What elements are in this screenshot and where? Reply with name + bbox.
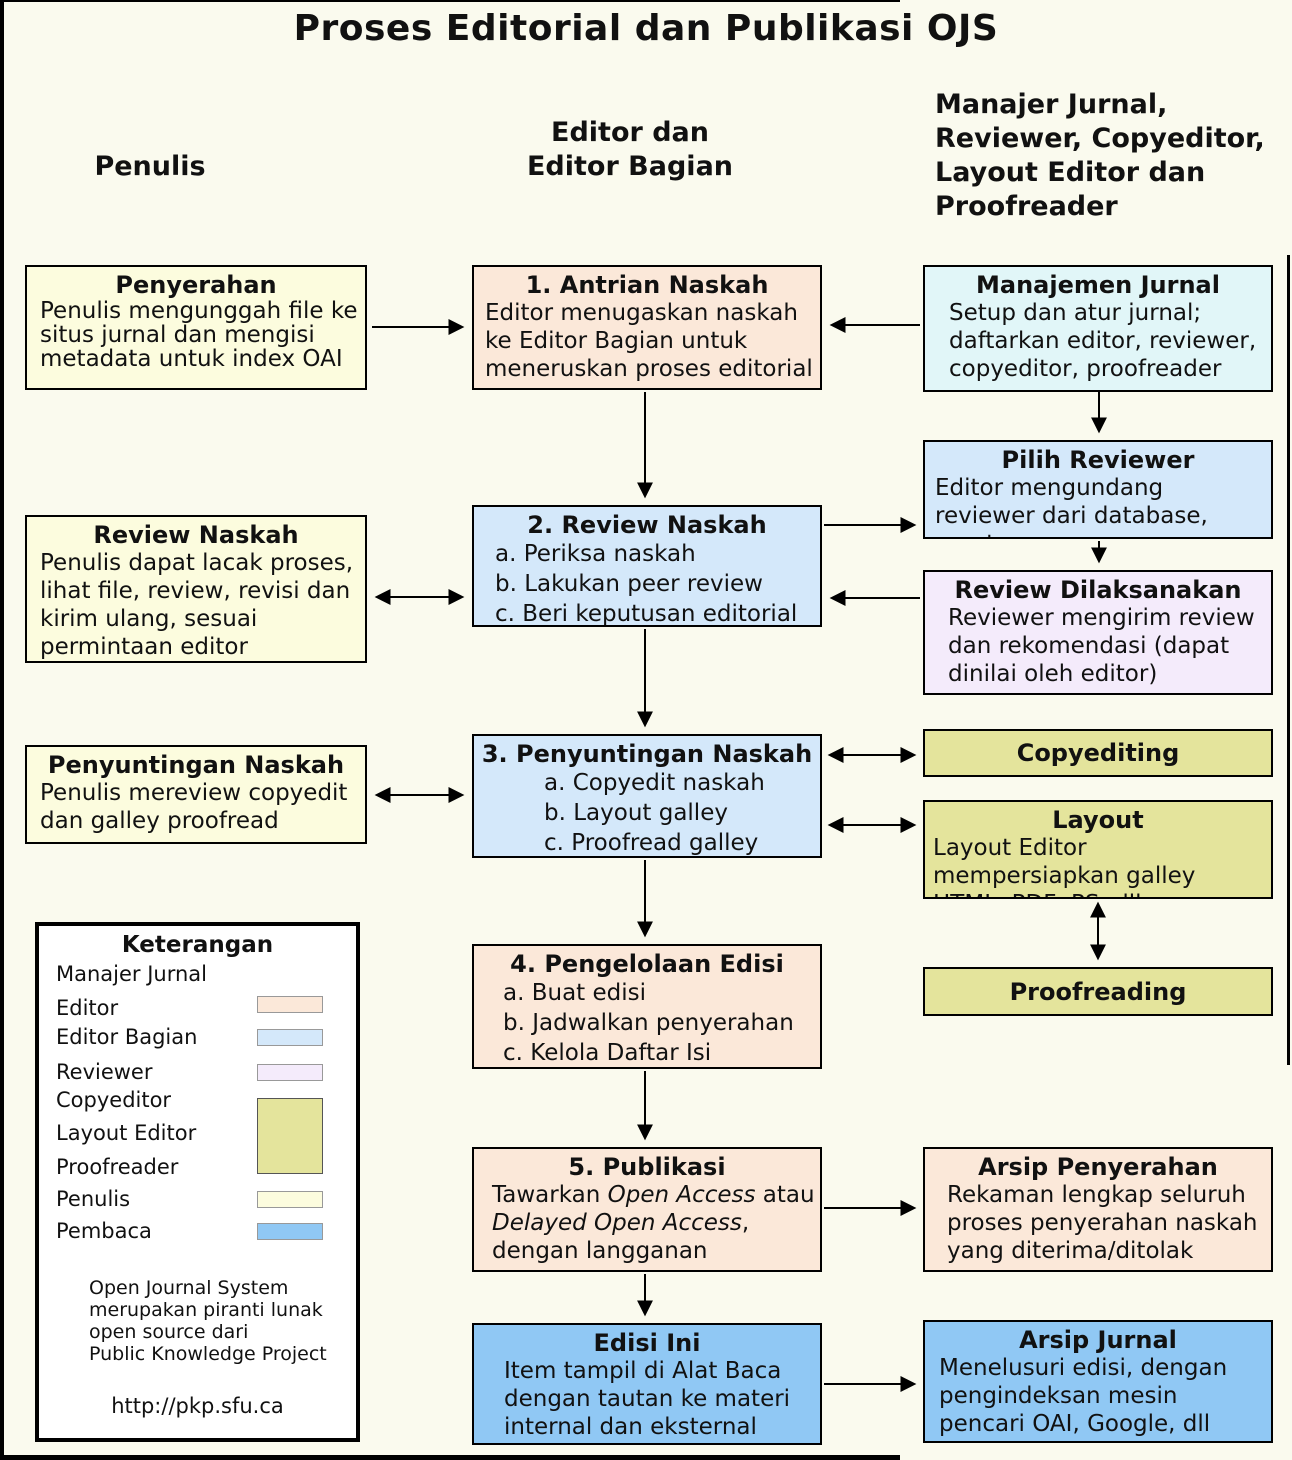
box-title: 5. Publikasi (568, 1153, 726, 1181)
box-body: Tawarkan Open Access atau Delayed Open A… (474, 1181, 820, 1265)
box-title: Copyediting (1016, 739, 1180, 767)
column-heading-line: Editor Bagian (526, 151, 734, 182)
legend-swatch-copyeditor-layout-proofreader (257, 1098, 323, 1174)
legend-label-proofreader: Proofreader (56, 1155, 179, 1179)
column-heading-line: Manajer Jurnal, (935, 89, 1168, 120)
legend-label-editor-bagian: Editor Bagian (56, 1025, 198, 1049)
box-list-item: c. Beri keputusan editorial (495, 601, 798, 627)
box-review-naskah-2: 2. Review Naskah a. Periksa naskah b. La… (472, 505, 822, 627)
box-manajemen-jurnal: Manajemen Jurnal Setup dan atur jurnal; … (923, 265, 1273, 392)
box-body: Setup dan atur jurnal; daftarkan editor,… (949, 300, 1257, 382)
box-review-dilaksanakan: Review Dilaksanakan Reviewer mengirim re… (923, 570, 1273, 695)
box-title: Review Dilaksanakan (954, 576, 1242, 604)
box-title: 3. Penyuntingan Naskah (481, 740, 813, 768)
legend-swatch-editor-bagian (257, 1029, 323, 1046)
body-text: , dengan langganan (492, 1210, 750, 1264)
box-body: Layout Editor mempersiapkan galley HTML,… (933, 835, 1196, 897)
legend-swatch-pembaca (257, 1223, 323, 1240)
legend-note-line: Public Knowledge Project (89, 1343, 327, 1365)
box-body: Penulis mengunggah file ke situs jurnal … (40, 298, 358, 372)
box-title: Penyuntingan Naskah (47, 751, 345, 779)
legend-title: Keterangan (121, 932, 274, 958)
box-proofreading: Proofreading (923, 967, 1273, 1016)
column-heading-penulis: Penulis (25, 150, 275, 184)
box-body: Item tampil di Alat Baca dengan tautan k… (504, 1358, 791, 1440)
box-body: Editor menugaskan naskah ke Editor Bagia… (485, 300, 813, 382)
box-list-item: c. Proofread galley (544, 830, 759, 856)
box-title: Manajemen Jurnal (976, 271, 1220, 299)
box-copyediting: Copyediting (923, 729, 1273, 777)
legend-url: http://pkp.sfu.ca (111, 1394, 284, 1418)
box-title: 4. Pengelolaan Edisi (510, 950, 784, 978)
column-heading-line: Layout Editor dan (935, 157, 1206, 188)
body-text-italic: Delayed Open Access (492, 1210, 742, 1236)
box-body: Editor mengundang reviewer dari database… (935, 475, 1208, 537)
box-title: Penyerahan (115, 271, 277, 299)
legend-swatch-penulis (257, 1191, 323, 1208)
legend-label-manajer-jurnal: Manajer Jurnal (56, 962, 208, 986)
box-layout: Layout Layout Editor mempersiapkan galle… (923, 800, 1273, 899)
box-review-naskah-kiri: Review Naskah Penulis dapat lacak proses… (25, 515, 367, 663)
box-title: 2. Review Naskah (527, 511, 767, 539)
box-title: Arsip Penyerahan (978, 1153, 1218, 1181)
frame-border-bottom (0, 1455, 900, 1460)
box-body: Reviewer mengirim review dan rekomendasi… (948, 605, 1255, 687)
legend-label-copyeditor: Copyeditor (56, 1088, 172, 1112)
box-body: Penulis dapat lacak proses, lihat file, … (40, 550, 354, 660)
box-body: Rekaman lengkap seluruh proses penyeraha… (947, 1182, 1258, 1264)
body-text: Tawarkan (492, 1182, 608, 1208)
column-heading-editor: Editor dan Editor Bagian (455, 116, 805, 184)
frame-border-left (0, 0, 4, 1460)
legend-label-layout-editor: Layout Editor (56, 1121, 197, 1145)
legend-swatch-editor (257, 996, 323, 1013)
box-title: Review Naskah (93, 521, 299, 549)
legend-label-pembaca: Pembaca (56, 1219, 152, 1243)
box-publikasi: 5. Publikasi Tawarkan Open Access atau D… (472, 1147, 822, 1272)
legend-label-reviewer: Reviewer (56, 1060, 153, 1084)
box-antrian-naskah: 1. Antrian Naskah Editor menugaskan nask… (472, 265, 822, 390)
legend-box: Keterangan Manajer Jurnal Editor Editor … (35, 922, 360, 1442)
legend-swatch-reviewer (257, 1064, 323, 1081)
box-title: Layout (1052, 806, 1144, 834)
box-list-item: b. Layout galley (544, 800, 728, 826)
box-list-item: a. Periksa naskah (495, 541, 696, 567)
box-arsip-penyerahan: Arsip Penyerahan Rekaman lengkap seluruh… (923, 1147, 1273, 1272)
box-list-item: a. Buat edisi (503, 980, 647, 1006)
box-title: Proofreading (1009, 977, 1187, 1006)
column-heading-line: Proofreader (935, 191, 1118, 222)
legend-note-line: Open Journal System (89, 1277, 289, 1299)
column-heading-line: Reviewer, Copyeditor, (935, 123, 1265, 154)
box-list-item: a. Copyedit naskah (544, 770, 765, 796)
box-pilih-reviewer: Pilih Reviewer Editor mengundang reviewe… (923, 440, 1273, 539)
box-body: Penulis mereview copyedit dan galley pro… (40, 780, 348, 834)
diagram-title: Proses Editorial dan Publikasi OJS (293, 8, 999, 49)
legend-label-penulis: Penulis (56, 1187, 131, 1211)
legend-note-line: open source dari (89, 1321, 249, 1343)
column-heading-line: Penulis (94, 151, 206, 182)
box-pengelolaan-edisi: 4. Pengelolaan Edisi a. Buat edisi b. Ja… (472, 944, 822, 1069)
box-list-item: c. Kelola Daftar Isi (503, 1040, 712, 1066)
column-heading-line: Editor dan (551, 117, 709, 148)
body-text-italic: Open Access (607, 1182, 756, 1208)
box-penyuntingan-naskah-kiri: Penyuntingan Naskah Penulis mereview cop… (25, 745, 367, 844)
frame-border-right (1287, 255, 1290, 1065)
box-penyerahan: Penyerahan Penulis mengunggah file ke si… (25, 265, 367, 390)
frame-border-top (0, 0, 900, 2)
box-arsip-jurnal: Arsip Jurnal Menelusuri edisi, dengan pe… (923, 1320, 1273, 1443)
box-title: Edisi Ini (593, 1329, 701, 1357)
box-list-item: b. Lakukan peer review (495, 571, 763, 597)
box-penyuntingan-naskah-3: 3. Penyuntingan Naskah a. Copyedit naska… (472, 734, 822, 858)
legend-label-editor: Editor (56, 996, 119, 1020)
legend-note-line: merupakan piranti lunak (89, 1299, 323, 1321)
body-text: atau (755, 1182, 815, 1208)
box-title: 1. Antrian Naskah (525, 271, 769, 299)
column-heading-manajer: Manajer Jurnal, Reviewer, Copyeditor, La… (935, 88, 1290, 224)
box-title: Arsip Jurnal (1019, 1326, 1177, 1354)
box-edisi-ini: Edisi Ini Item tampil di Alat Baca denga… (472, 1323, 822, 1445)
box-list-item: b. Jadwalkan penyerahan (503, 1010, 794, 1036)
box-body: Menelusuri edisi, dengan pengindeksan me… (939, 1355, 1228, 1437)
box-title: Pilih Reviewer (1001, 446, 1195, 474)
